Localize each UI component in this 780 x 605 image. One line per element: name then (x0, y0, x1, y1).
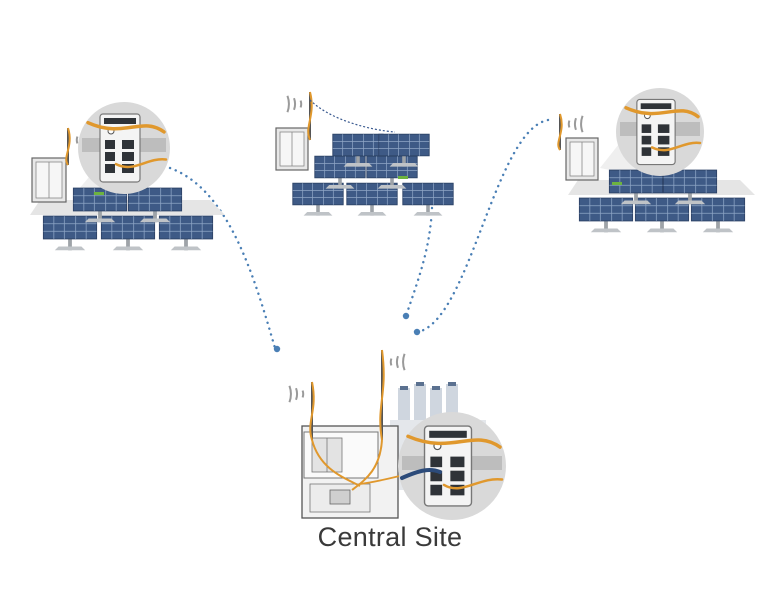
central-enclosure (301, 425, 399, 519)
switch-device (423, 425, 473, 507)
antenna-icon (307, 91, 313, 141)
wireless-link-north (404, 206, 434, 318)
grass (612, 182, 622, 185)
central-site-caption: Central Site (317, 522, 463, 552)
cabinet-icon (31, 157, 67, 203)
link-endpoint (402, 312, 410, 320)
switch-zoom-icon (398, 412, 506, 520)
site-north (275, 91, 454, 217)
solar-panel-icon (402, 182, 454, 217)
cabinet-icon (565, 137, 599, 181)
cable-run (309, 99, 396, 133)
central-site (288, 349, 506, 520)
grass (398, 176, 408, 179)
switch-zoom-icon (78, 102, 170, 194)
radio-waves-icon (567, 115, 584, 133)
wireless-link-west (168, 166, 277, 350)
wireless-link-east (416, 118, 550, 334)
antenna-icon (309, 381, 315, 441)
antenna-icon (379, 349, 385, 441)
antenna-icon (557, 113, 563, 151)
switch-device (99, 113, 141, 183)
cable-blue (400, 468, 442, 480)
site-east (557, 88, 755, 233)
radio-waves-icon (288, 385, 305, 403)
wireless-links (168, 118, 550, 353)
switch-device (636, 98, 676, 166)
switch-zoom-icon (616, 88, 704, 176)
device-box (329, 489, 351, 505)
radio-waves-icon (286, 95, 303, 113)
cable-orange (351, 439, 383, 491)
link-endpoint (413, 328, 421, 336)
cable-orange (311, 439, 361, 487)
radio-waves-icon (389, 353, 406, 371)
grass (94, 192, 104, 195)
antenna-icon (65, 127, 71, 166)
link-endpoint (273, 345, 281, 353)
site-west (30, 102, 225, 251)
cabinet-icon (275, 127, 309, 171)
